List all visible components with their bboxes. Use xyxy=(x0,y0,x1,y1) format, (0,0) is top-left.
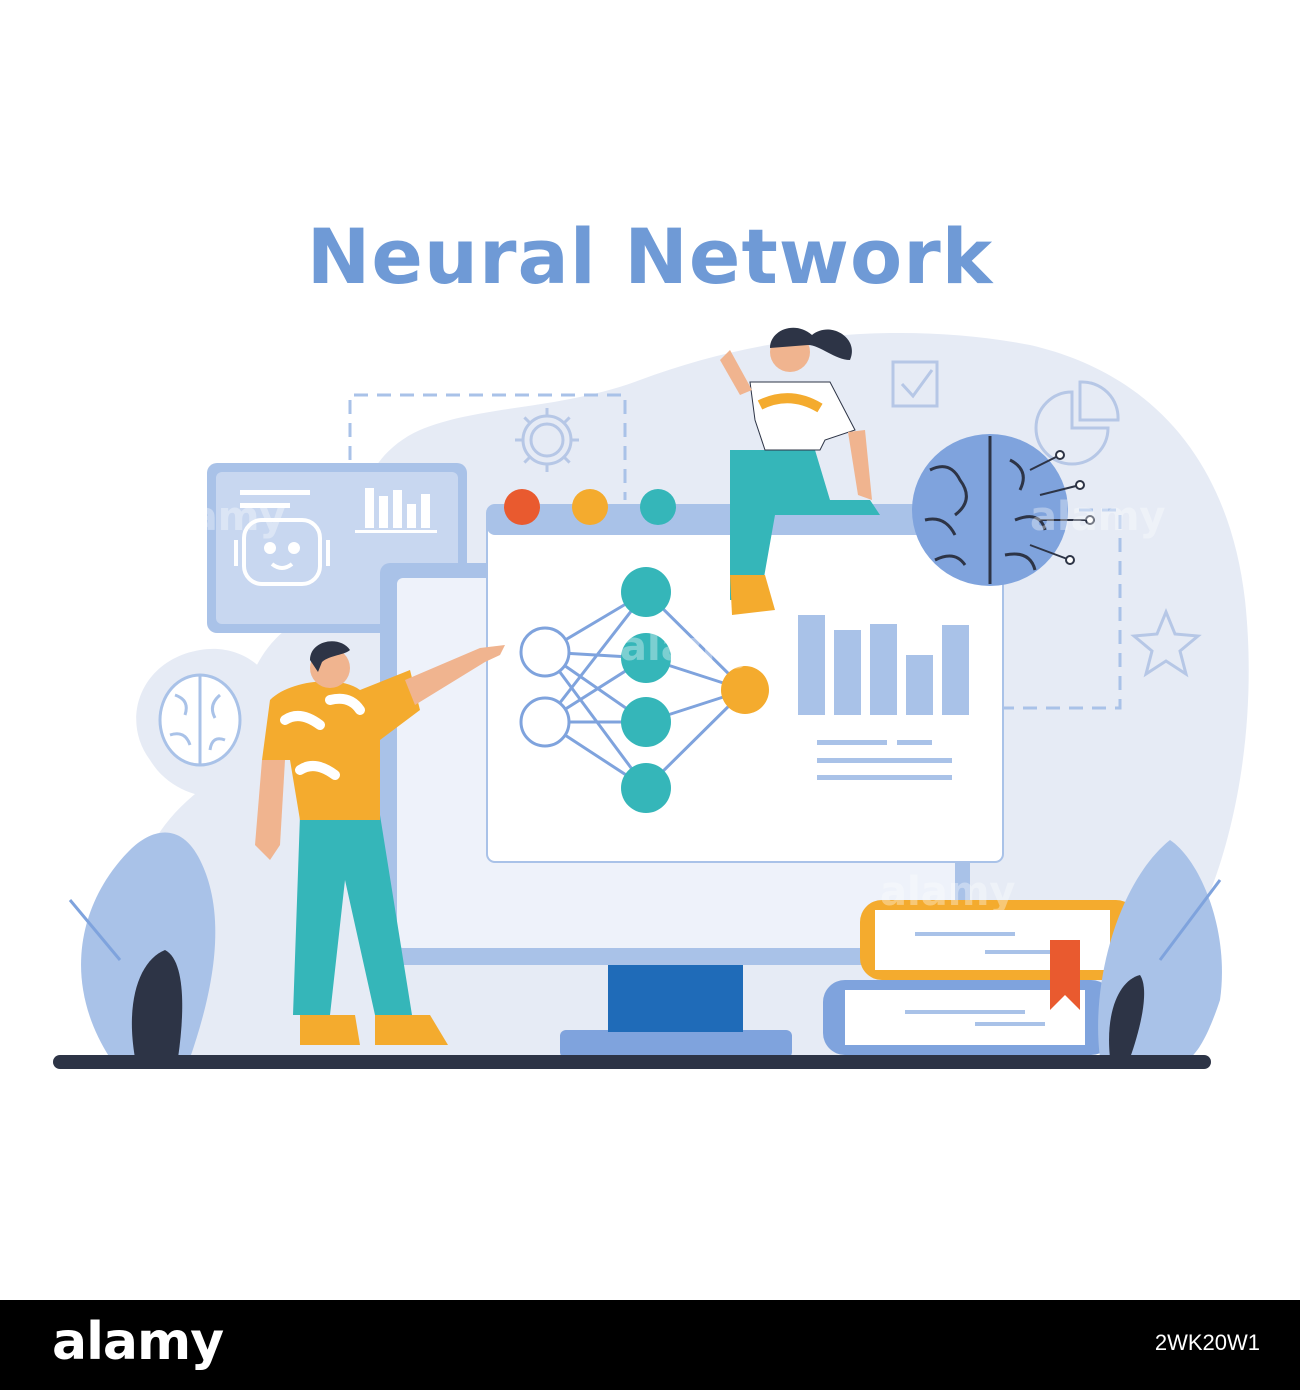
footer-bar: alamy 2WK20W1 xyxy=(0,1300,1300,1390)
window-dot-orange xyxy=(572,489,608,525)
input-node xyxy=(519,696,571,748)
watermark: alamy xyxy=(620,624,755,670)
window-dot-red xyxy=(504,489,540,525)
page-title: Neural Network xyxy=(306,212,994,301)
book-stack xyxy=(823,900,1138,1055)
watermark: alamy xyxy=(880,869,1015,915)
watermark: alamy xyxy=(150,494,285,540)
hidden-node xyxy=(621,697,671,747)
woman-character xyxy=(720,327,880,615)
monitor-stand-base xyxy=(560,1030,792,1058)
dashed-connector-right xyxy=(1000,508,1122,710)
ground-line xyxy=(53,1055,1211,1069)
plant-left xyxy=(68,832,216,1058)
hidden-node xyxy=(621,633,671,683)
star-icon xyxy=(1130,608,1202,678)
monitor-stand-neck xyxy=(608,962,743,1032)
brain-icon xyxy=(912,434,1095,586)
robot-card-bars xyxy=(365,488,430,528)
output-node xyxy=(721,666,769,714)
screen-bar-chart xyxy=(798,615,969,715)
bookmark-icon xyxy=(1050,940,1080,1010)
brand-logo: alamy xyxy=(52,1312,224,1372)
man-character xyxy=(255,641,505,1045)
hidden-node xyxy=(621,763,671,813)
hidden-node xyxy=(621,567,671,617)
input-node xyxy=(519,626,571,678)
pie-chart-icon xyxy=(1034,380,1120,466)
neural-network-diagram xyxy=(519,567,769,813)
illustration: Neural Network xyxy=(53,212,1249,1069)
gear-icon xyxy=(515,408,579,472)
robot-icon xyxy=(234,518,330,586)
watermark: alamy xyxy=(1030,494,1165,540)
checkbox-icon xyxy=(891,360,939,408)
plant-right xyxy=(1098,840,1222,1058)
image-id: 2WK20W1 xyxy=(1154,1330,1260,1355)
window-dot-teal xyxy=(640,489,676,525)
scene: alamy alamy alamy alamy xyxy=(53,327,1249,1069)
brain-outline-icon xyxy=(158,673,242,767)
screen-text-lines xyxy=(817,740,952,780)
dashed-connector-top xyxy=(348,393,627,500)
